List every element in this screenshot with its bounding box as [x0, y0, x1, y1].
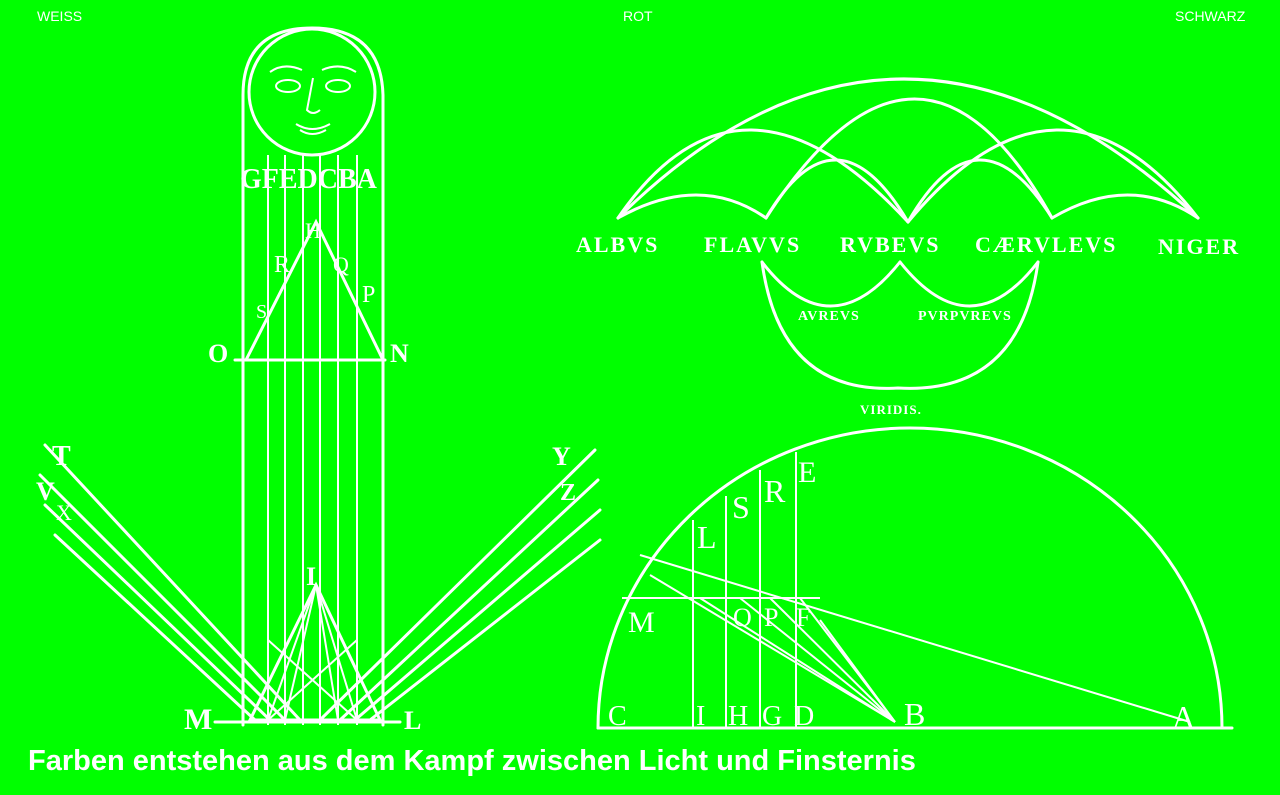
semi-base-h: H	[728, 701, 748, 732]
sun-bottom-left-letter: M	[184, 703, 212, 736]
sun-inner-left-s: S	[256, 301, 267, 323]
semicircle-arc	[596, 426, 1224, 730]
semicircle-rays	[639, 554, 1191, 723]
semicircle-diagram: L S R E M O P F C I H G D B A	[596, 426, 1234, 735]
sub-arc-1	[616, 193, 768, 220]
color-rubeus: RVBEVS	[840, 232, 940, 257]
sun-face-icon	[247, 27, 377, 157]
arc-albus-rubeus	[616, 128, 910, 224]
left-arm-rays	[38, 443, 302, 722]
sub-arc-3	[906, 158, 1054, 224]
color-niger: NIGER	[1158, 234, 1240, 259]
label-schwarz: SCHWARZ	[1175, 8, 1246, 24]
sun-inner-left-r: R	[274, 252, 290, 278]
semi-mid-o: O	[733, 603, 752, 632]
sun-lower-apex-letter: I	[306, 562, 316, 591]
sun-bar-right-letter: N	[390, 339, 409, 368]
sun-inner-right-p: P	[362, 282, 375, 308]
light-column	[241, 26, 385, 727]
color-albus: ALBVS	[576, 232, 659, 257]
semi-upper-s: S	[732, 489, 750, 525]
right-arm-rays	[318, 448, 602, 722]
arm-left-letter-t: T	[52, 441, 71, 472]
sun-figure: GFEDCBA H R S Q P O N I M L T V X Y Z	[36, 26, 602, 736]
semi-upper-e: E	[798, 456, 816, 489]
caption-text: Farben entstehen aus dem Kampf zwischen …	[28, 745, 916, 777]
sun-bar-left-letter: O	[208, 339, 228, 368]
color-viridis: VIRIDIS.	[860, 402, 922, 417]
semi-upper-l: L	[697, 519, 717, 555]
semi-upper-r: R	[764, 473, 786, 509]
light-rays	[267, 155, 358, 725]
color-caeruleus: CÆRVLEVS	[975, 232, 1117, 257]
semi-base-g: G	[762, 701, 782, 732]
arm-left-letter-x: X	[56, 500, 72, 525]
arc-rubeus-niger	[906, 128, 1200, 224]
sun-inner-right-q: Q	[333, 252, 349, 277]
semi-base-b: B	[904, 696, 925, 732]
semi-base-a: A	[1172, 699, 1195, 735]
sun-features-icon	[269, 65, 357, 135]
lower-bowl	[760, 260, 1040, 390]
label-rot: ROT	[623, 8, 653, 24]
label-weiss: WEISS	[37, 8, 83, 24]
arm-left-letter-v: V	[36, 477, 55, 506]
lower-cross-rays	[267, 584, 358, 721]
color-flavus: FLAVVS	[704, 232, 801, 257]
arc-flavus-caeruleus	[764, 97, 1054, 220]
semi-mid-f: F	[796, 603, 810, 632]
semi-mid-m: M	[628, 606, 655, 639]
lower-scallop-left	[760, 260, 902, 308]
sun-bottom-right-letter: L	[404, 706, 421, 735]
color-purpureus: PVRPVREVS	[918, 309, 1012, 324]
lower-scallop-right	[898, 260, 1040, 308]
sub-arc-2	[764, 158, 910, 224]
semi-mid-p: P	[764, 603, 778, 632]
semi-base-c: C	[608, 701, 627, 732]
sub-arc-4	[1050, 193, 1200, 220]
color-arcs: ALBVS FLAVVS RVBEVS CÆRVLEVS NIGER AVREV…	[576, 77, 1240, 417]
arm-right-letter-z: Z	[560, 480, 576, 506]
semi-base-d: D	[794, 701, 814, 732]
arm-right-letter-y: Y	[552, 442, 571, 471]
sun-apex-letter: H	[305, 218, 321, 243]
color-aureus: AVREVS	[798, 309, 860, 324]
sun-top-letters: GFEDCBA	[240, 164, 378, 195]
outer-arc	[616, 77, 1200, 220]
semi-base-i: I	[696, 701, 705, 732]
